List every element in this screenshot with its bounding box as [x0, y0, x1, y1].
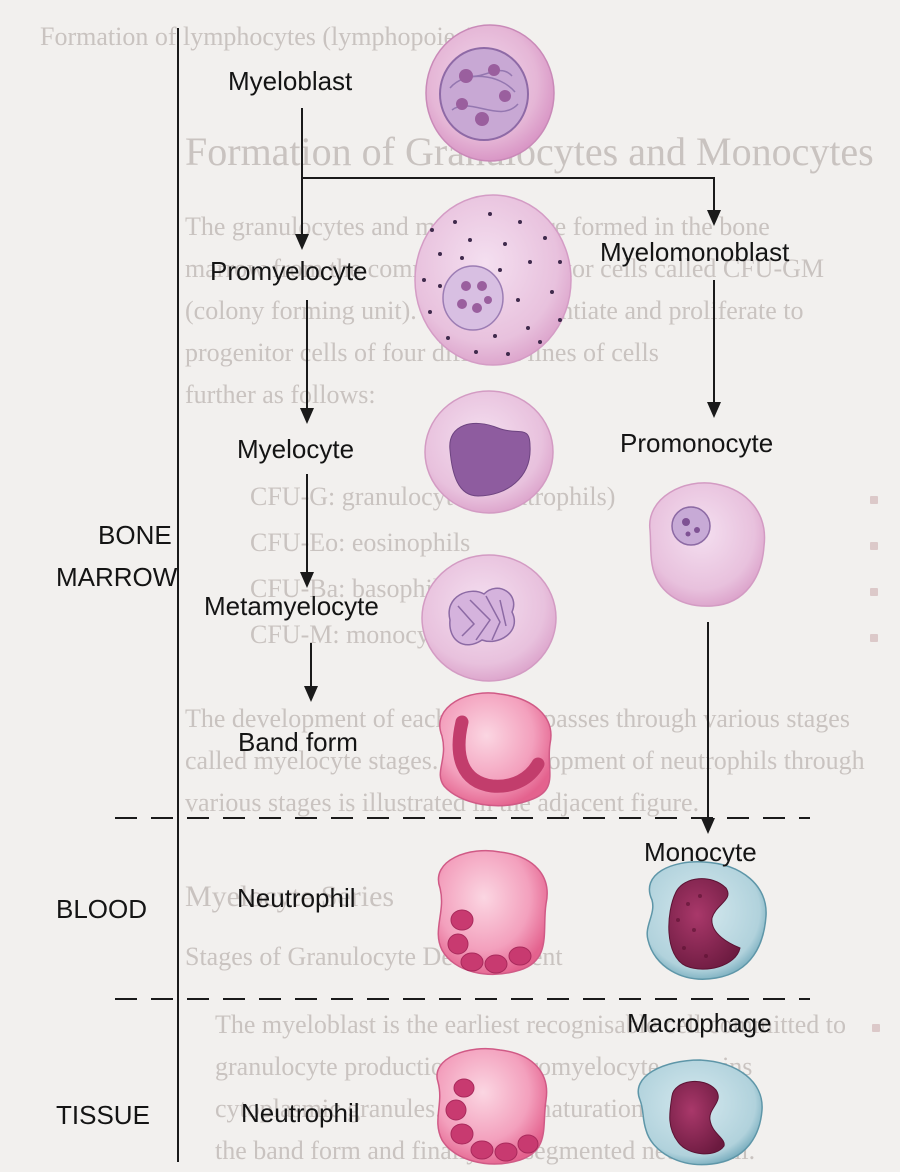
zone-label-blood: BLOOD [56, 894, 147, 925]
label-promyelocyte: Promyelocyte [210, 256, 368, 287]
label-myelomonoblast: Myelomonoblast [600, 237, 789, 268]
label-neutrophil-blood: Neutrophil [237, 883, 356, 914]
label-neutrophil-tissue: Neutrophil [241, 1098, 360, 1129]
myeloblast-cell [426, 25, 554, 161]
label-metamyelocyte: Metamyelocyte [204, 591, 379, 622]
arrow-metamyelocyte-to-band-form [304, 643, 318, 702]
label-myelocyte: Myelocyte [237, 434, 354, 465]
band-form-cell [440, 693, 551, 806]
monocyte-cell [647, 862, 766, 979]
myelocyte-cell [425, 391, 553, 513]
zone-label-bone: BONE [98, 520, 172, 551]
neutrophil-tissue-cell [437, 1049, 547, 1164]
arrow-myelomonoblast-to-promonocyte [707, 280, 721, 418]
label-promonocyte: Promonocyte [620, 428, 773, 459]
macrophage-cell [638, 1060, 762, 1165]
neutrophil-blood-cell [438, 851, 547, 975]
arrow-promonocyte-to-monocyte [701, 622, 715, 834]
zone-label-tissue: TISSUE [56, 1100, 150, 1131]
arrow-myelocyte-to-metamyelocyte [300, 474, 314, 588]
zone-label-marrow: MARROW [56, 562, 177, 593]
promonocyte-cell [650, 483, 765, 606]
promyelocyte-cell [415, 195, 571, 365]
label-macrophage: Macrophage [627, 1008, 772, 1039]
label-band-form: Band form [238, 727, 358, 758]
label-myeloblast: Myeloblast [228, 66, 352, 97]
arrow-promyelocyte-to-myelocyte [300, 300, 314, 424]
label-monocyte: Monocyte [644, 837, 757, 868]
metamyelocyte-cell [422, 555, 556, 681]
